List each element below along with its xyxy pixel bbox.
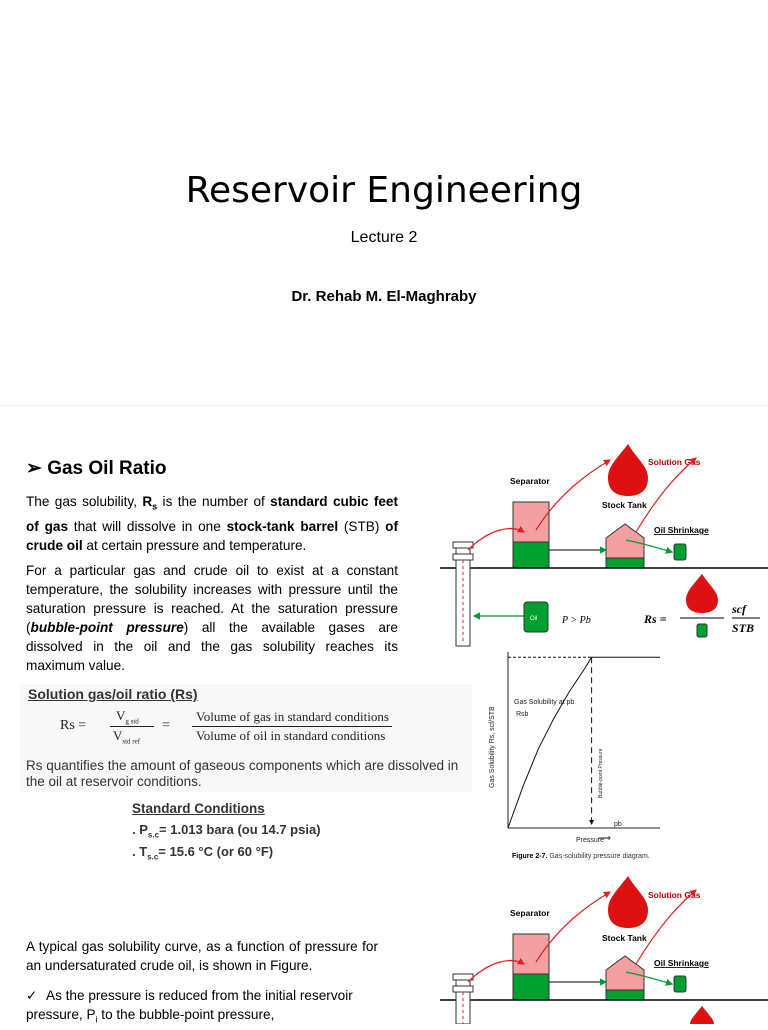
- separator-gas-flow: [535, 459, 612, 531]
- wellhead-flange: [452, 553, 474, 561]
- rs-denominator-symbol: Vstd ref: [113, 728, 141, 746]
- bullet1-text2: to the bubble-point pressure,: [97, 1007, 275, 1022]
- rs-equals: =: [162, 718, 170, 733]
- stock-tank-label: Stock Tank: [602, 500, 647, 510]
- oil-shrinkage-label: Oil Shrinkage: [654, 525, 709, 535]
- bullet1-text: As the pressure is reduced from the init…: [26, 988, 353, 1022]
- p2-text-c: ) all the available gases are dissolved …: [26, 620, 398, 673]
- stock-tank-label-2: Stock Tank: [602, 933, 647, 943]
- p1-rs-symbol: R: [142, 494, 153, 509]
- solution-gas-flame-icon-2: [608, 876, 648, 928]
- checkmark-icon: ✓: [26, 988, 38, 1003]
- heading-bullet-icon: ➢: [26, 458, 42, 479]
- x-axis-label: Pressure: [576, 837, 604, 844]
- rs-equation-lhs: Rs =: [643, 612, 667, 626]
- wellhead-cap: [452, 541, 474, 549]
- y-axis-label: Gas Solubility Rs, scf/STB: [489, 706, 496, 788]
- separator-gas-zone: [512, 501, 550, 543]
- process-diagram-top: Solution Gas Separator Stock Tank Oil Sh…: [440, 444, 768, 647]
- separator-oil-zone-2: [512, 973, 550, 1001]
- process-diagram-bottom: Solution Gas Separator Stock Tank Oil Sh…: [440, 876, 768, 1024]
- separator-label-2: Separator: [510, 908, 550, 918]
- standard-conditions-heading: Standard Conditions: [132, 801, 265, 816]
- oil-shrinkage-label-2: Oil Shrinkage: [654, 958, 709, 968]
- separator-gas-flow-2: [535, 891, 612, 963]
- gas-solubility-chart: Gas Solubility Rs, scf/STB Pressure ⟶ Ga…: [489, 652, 660, 860]
- page-divider: [0, 405, 768, 406]
- rs-flame-icon-2: [690, 1006, 714, 1024]
- shrinkage-flow: [625, 539, 674, 554]
- x-axis-arrow: ⟶: [598, 833, 611, 843]
- heading-text: Gas Oil Ratio: [47, 458, 167, 479]
- p1-text-f: (STB): [338, 518, 386, 534]
- p1-rs-subscript: s: [152, 501, 158, 512]
- stock-tank-oil: [605, 557, 645, 569]
- separator-label: Separator: [510, 476, 550, 486]
- rs-formula-box: [20, 684, 472, 792]
- rs-lhs: Rs =: [60, 718, 87, 733]
- solution-gas-label-2: Solution Gas: [648, 890, 701, 900]
- chart-caption: Figure 2-7. Gas-solubility pressure diag…: [512, 853, 650, 860]
- solubility-curve: [507, 656, 660, 829]
- separator-gas-zone-2: [512, 933, 550, 975]
- gas-solubility-definition: The gas solubility, Rs is the number of …: [26, 492, 398, 555]
- standard-pressure: . Ps.c= 1.013 bara (ou 14.7 psia): [132, 822, 321, 840]
- bubble-point-label: Bubble-point Pressure: [598, 748, 604, 798]
- rs-oil-can-icon: [696, 623, 708, 638]
- stb-label: STB: [732, 621, 754, 635]
- p1-text-a: The gas solubility,: [26, 494, 143, 509]
- caption-bold: Figure 2-7.: [512, 853, 547, 860]
- p1-bold-crude: of crude oil: [26, 518, 399, 553]
- p2-bubble-point: bubble-point pressure: [30, 620, 184, 635]
- scf-label: scf: [731, 602, 747, 616]
- wellhead-flange-2: [452, 985, 474, 993]
- pb-arrow-icon: [589, 820, 595, 825]
- bullet1-subscript: i: [95, 1014, 98, 1025]
- separator-oil-zone: [512, 541, 550, 569]
- shrinkage-flow-2: [625, 971, 674, 986]
- wellhead-cap-2: [452, 973, 474, 981]
- bullet-pressure-reduction: ✓As the pressure is reduced from the ini…: [26, 986, 378, 1030]
- rs-fraction-bar-2: [192, 726, 392, 727]
- rs-numerator-symbol: Vg std: [116, 708, 139, 726]
- p1-text-h: at certain pressure and temperature.: [82, 537, 307, 553]
- caption-text: Gas-solubility pressure diagram.: [547, 853, 649, 860]
- p2-text-a: For a particular gas and crude oil to ex…: [26, 563, 398, 635]
- flow-to-separator-2: [467, 957, 526, 983]
- p1-bold-scf: standard cubic feet of gas: [26, 494, 398, 534]
- p1-bold-stb: stock-tank barrel: [226, 518, 339, 534]
- rs-denominator-text: Volume of oil in standard conditions: [196, 728, 386, 743]
- pb-label: pb: [614, 821, 622, 828]
- author-name: Dr. Rehab M. El-Maghraby: [291, 288, 477, 305]
- annotation-gas-solubility: Gas Solubility at pb: [514, 699, 574, 706]
- p1-text-b: is the number of: [157, 494, 271, 509]
- stock-tank-oil-2: [605, 989, 645, 1001]
- rs-flame-icon: [686, 574, 718, 613]
- pressure-condition: P > Pb: [561, 615, 591, 626]
- lecture-number: Lecture 2: [350, 229, 418, 246]
- solution-gas-flame-icon: [608, 444, 648, 496]
- rs-numerator-text: Volume of gas in standard conditions: [196, 709, 389, 724]
- solution-gas-label: Solution Gas: [648, 457, 701, 467]
- oil-shrinkage-can-icon: [673, 543, 687, 561]
- saturation-paragraph: For a particular gas and crude oil to ex…: [26, 561, 398, 675]
- oil-barrel-icon: [523, 601, 549, 633]
- oil-shrinkage-can-icon-2: [673, 975, 687, 993]
- solubility-curve-intro: A typical gas solubility curve, as a fun…: [26, 939, 378, 973]
- standard-temperature: . Ts.c= 15.6 °C (or 60 °F): [132, 844, 274, 862]
- rs-description: Rs quantifies the amount of gaseous comp…: [26, 758, 459, 789]
- tank-gas-flow: [635, 457, 697, 533]
- p1-text-d: that will dissolve in one: [68, 518, 227, 534]
- rs-fraction-bar: [110, 726, 154, 727]
- flow-to-separator: [467, 525, 526, 551]
- rsb-label: Rsb: [516, 711, 529, 718]
- oil-barrel-label: Oil: [530, 616, 537, 622]
- section-heading: ➢ Gas Oil Ratio: [26, 457, 167, 480]
- rs-box-heading: Solution gas/oil ratio (Rs): [28, 686, 198, 702]
- document-title: Reservoir Engineering: [185, 170, 583, 211]
- tank-gas-flow-2: [635, 889, 697, 965]
